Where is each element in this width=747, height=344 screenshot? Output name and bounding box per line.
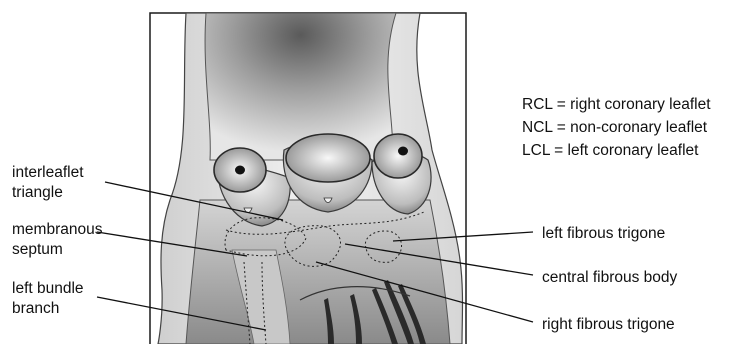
non-cusp-rim	[286, 134, 370, 182]
left-fibrous-trigone-label: left fibrous trigone	[542, 225, 665, 242]
abbreviation-legend: RCL = right coronary leaflet NCL = non-c…	[522, 96, 711, 159]
membranous-septum-label-line2: septum	[12, 241, 63, 258]
aortic-lumen	[205, 13, 396, 160]
legend-lcl: LCL = left coronary leaflet	[522, 142, 699, 159]
left-coronary-ostium	[398, 147, 408, 156]
left-bundle-branch-label-line2: branch	[12, 300, 59, 317]
aortic-root-illustration	[158, 13, 463, 344]
left-cusp-rim	[374, 134, 422, 178]
membranous-septum-label: membranous	[12, 221, 103, 238]
legend-ncl: NCL = non-coronary leaflet	[522, 119, 708, 136]
right-fibrous-trigone-label: right fibrous trigone	[542, 316, 675, 333]
left-bundle-branch-label: left bundle	[12, 280, 84, 297]
legend-rcl: RCL = right coronary leaflet	[522, 96, 711, 113]
interleaflet-triangle-label: interleaflet	[12, 164, 84, 181]
central-fibrous-body-label: central fibrous body	[542, 269, 678, 286]
interleaflet-triangle-label-line2: triangle	[12, 184, 63, 201]
right-coronary-ostium	[235, 166, 245, 175]
